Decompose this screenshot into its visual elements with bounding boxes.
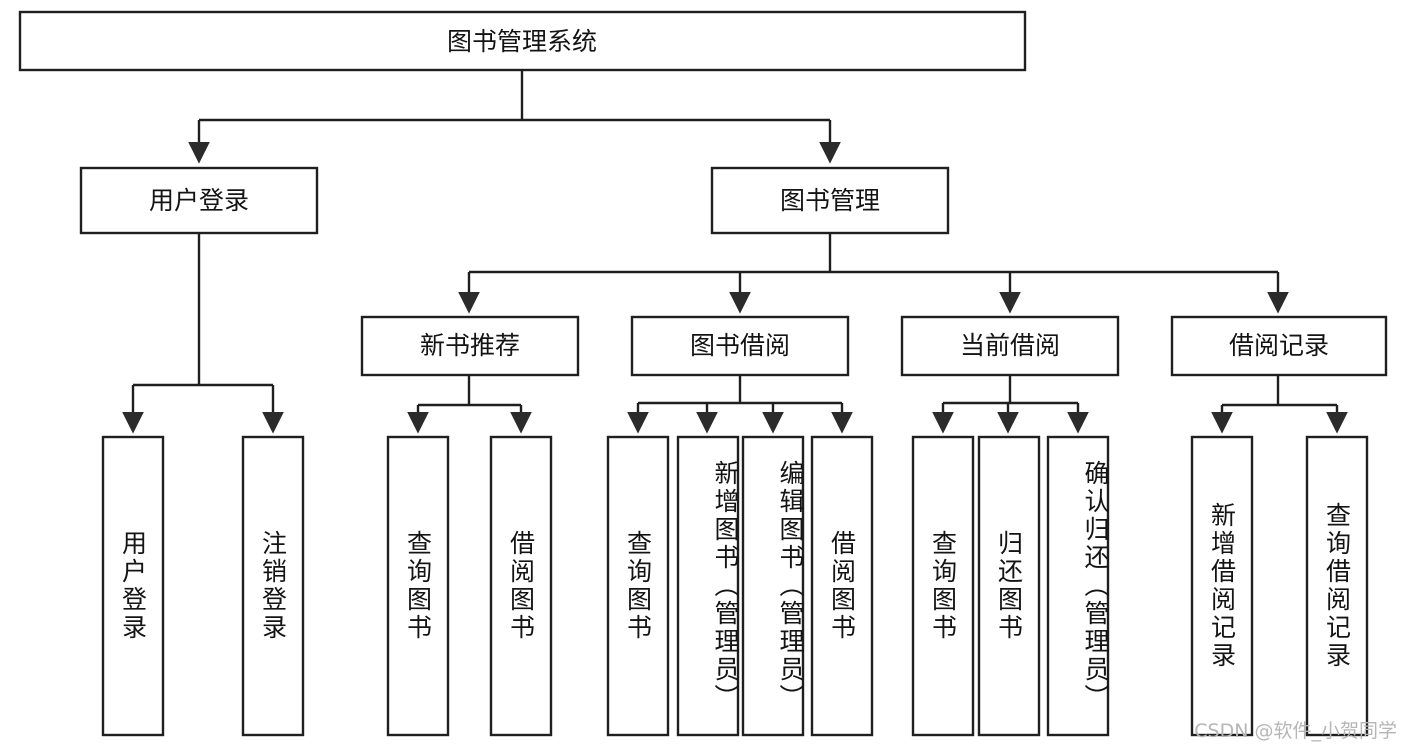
- leaf-box-new-book-2[interactable]: [489, 435, 553, 737]
- leaf-box-borrow-3[interactable]: [741, 435, 805, 737]
- node-book-borrow-label: 图书借阅: [690, 331, 790, 360]
- node-new-book-recommend-label: 新书推荐: [420, 331, 520, 360]
- leaf-box-current-2[interactable]: [977, 435, 1041, 737]
- node-user-login-label: 用户登录: [149, 186, 249, 215]
- leaf-box-current-3[interactable]: [1046, 435, 1110, 737]
- node-borrow-records[interactable]: 借阅记录: [1170, 315, 1388, 377]
- node-root[interactable]: 图书管理系统: [18, 10, 1027, 72]
- leaf-box-user-login-1[interactable]: [101, 435, 165, 737]
- node-user-login[interactable]: 用户登录: [79, 166, 319, 235]
- connector-group-book-mgmt: [458, 233, 1289, 314]
- connector-group-current: [932, 375, 1089, 434]
- node-root-label: 图书管理系统: [447, 27, 597, 56]
- leaf-box-current-1[interactable]: [911, 435, 975, 737]
- connector-group-user-login: [122, 233, 284, 434]
- node-book-management-box[interactable]: [710, 166, 950, 235]
- leaf-box-borrow-2[interactable]: [676, 435, 740, 737]
- node-book-management-label: 图书管理: [780, 186, 880, 215]
- node-new-book-recommend[interactable]: 新书推荐: [360, 315, 580, 377]
- leaf-box-records-2[interactable]: [1305, 435, 1369, 737]
- connector-group-new-book: [407, 375, 532, 434]
- leaf-box-borrow-4[interactable]: [810, 435, 874, 737]
- node-root-box[interactable]: [18, 10, 1027, 72]
- node-borrow-records-label: 借阅记录: [1229, 331, 1329, 360]
- leaf-box-new-book-1[interactable]: [386, 435, 450, 737]
- node-book-borrow[interactable]: 图书借阅: [630, 315, 850, 377]
- node-book-borrow-box[interactable]: [630, 315, 850, 377]
- node-current-borrow-box[interactable]: [900, 315, 1120, 377]
- leaf-box-records-1[interactable]: [1190, 435, 1254, 737]
- node-current-borrow-label: 当前借阅: [960, 331, 1060, 360]
- connector-group-records: [1211, 375, 1348, 434]
- leaf-box-user-login-2[interactable]: [241, 435, 305, 737]
- leaf-box-borrow-1[interactable]: [606, 435, 670, 737]
- connector-group-root: [188, 70, 841, 164]
- node-borrow-records-box[interactable]: [1170, 315, 1388, 377]
- csdn-watermark: CSDN @软件_小贺同学: [1194, 720, 1397, 742]
- node-user-login-box[interactable]: [79, 166, 319, 235]
- node-new-book-recommend-box[interactable]: [360, 315, 580, 377]
- node-book-management[interactable]: 图书管理: [710, 166, 950, 235]
- connector-group-borrow: [627, 375, 853, 434]
- node-current-borrow[interactable]: 当前借阅: [900, 315, 1120, 377]
